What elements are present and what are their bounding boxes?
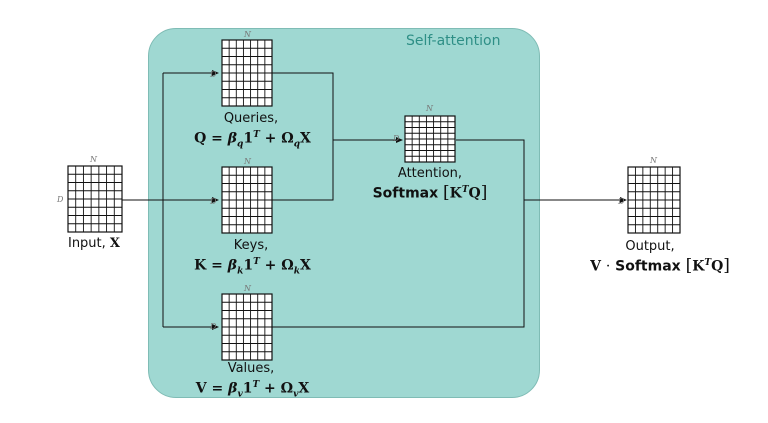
keys-matrix-grid xyxy=(221,166,273,234)
matrix-grids xyxy=(67,39,681,361)
output-cols-label: N xyxy=(650,156,657,165)
values-equation: V = βv1T + ΩvX xyxy=(195,380,310,400)
output-rows-label: D xyxy=(618,197,625,206)
attention-matrix-grid xyxy=(404,115,456,163)
queries-out xyxy=(272,72,334,140)
keys-equation: K = βk1T + ΩkX xyxy=(194,257,311,277)
keys-rows-label: D xyxy=(210,197,217,206)
queries-label: Queries, xyxy=(223,111,279,126)
values-rows-label: D xyxy=(210,322,217,331)
input-matrix-grid xyxy=(67,165,123,233)
keys-cols-label: N xyxy=(244,157,251,166)
values-cols-label: N xyxy=(244,284,251,293)
attention-out xyxy=(456,139,525,200)
attention-label: Attention, xyxy=(397,166,463,181)
queries-matrix-grid xyxy=(221,39,273,107)
attention-cols-label: N xyxy=(426,104,433,113)
panel-title: Self-attention xyxy=(406,33,501,49)
keys-label: Keys, xyxy=(233,238,269,253)
queries-equation: Q = βq1T + ΩqX xyxy=(194,130,311,150)
values-label: Values, xyxy=(227,361,275,376)
output-label: Output, xyxy=(625,239,675,254)
connector-lines xyxy=(122,70,627,330)
output-matrix-grid xyxy=(627,166,681,234)
keys-out xyxy=(272,140,334,201)
attention-rows-label: D xyxy=(393,134,400,143)
input-rows-label: D xyxy=(57,195,64,204)
values-out xyxy=(272,200,525,328)
queries-rows-label: D xyxy=(210,70,217,79)
values-matrix-grid xyxy=(221,293,273,361)
input-cols-label: N xyxy=(90,155,97,164)
attention-equation: Softmax [KTQ] xyxy=(372,182,488,203)
queries-cols-label: N xyxy=(244,30,251,39)
input-label: Input, X xyxy=(67,236,121,251)
output-equation: V · Softmax [KTQ] xyxy=(590,255,730,276)
self-attention-panel xyxy=(148,28,540,398)
